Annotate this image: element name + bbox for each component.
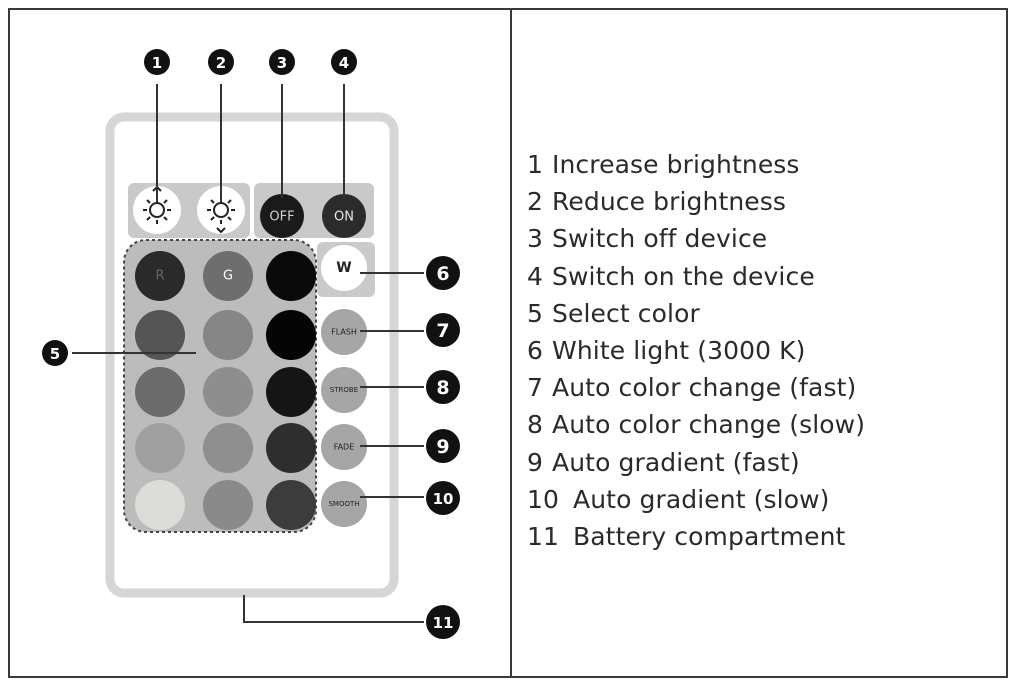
- color-button[interactable]: [266, 367, 316, 417]
- brightness-up-button[interactable]: [133, 185, 181, 234]
- callout-7: 7: [426, 313, 460, 347]
- color-button[interactable]: [203, 480, 253, 530]
- svg-text:3: 3: [277, 54, 287, 72]
- color-button[interactable]: [203, 423, 253, 473]
- brightness-down-button[interactable]: [197, 186, 245, 234]
- color-button[interactable]: [135, 480, 185, 530]
- callout-4: 4: [331, 49, 357, 75]
- callout-11: 11: [426, 605, 460, 639]
- fade-label: FADE: [334, 443, 355, 452]
- svg-text:9: 9: [436, 436, 449, 458]
- color-button-r[interactable]: [135, 251, 185, 301]
- on-label: ON: [334, 210, 354, 225]
- svg-text:10: 10: [433, 490, 454, 508]
- strobe-button[interactable]: STROBE: [321, 367, 367, 413]
- fade-button[interactable]: FADE: [321, 424, 367, 470]
- sun-icon: [207, 196, 235, 234]
- callout-9: 9: [426, 429, 460, 463]
- on-button[interactable]: ON: [322, 194, 366, 238]
- off-button[interactable]: OFF: [260, 194, 304, 238]
- color-button[interactable]: [135, 423, 185, 473]
- r-label: R: [155, 269, 164, 284]
- color-button-g[interactable]: [203, 251, 253, 301]
- color-button[interactable]: [266, 480, 316, 530]
- svg-text:11: 11: [433, 614, 454, 632]
- flash-label: FLASH: [331, 328, 357, 337]
- remote-diagram: OFF ON R G W FLASH STROBE: [42, 49, 460, 639]
- smooth-button[interactable]: SMOOTH: [321, 481, 367, 527]
- white-button[interactable]: W: [321, 245, 367, 291]
- column-divider: [510, 8, 512, 678]
- svg-text:2: 2: [216, 54, 226, 72]
- smooth-label: SMOOTH: [328, 500, 359, 508]
- callout-10: 10: [426, 481, 460, 515]
- color-button[interactable]: [203, 367, 253, 417]
- callout-2: 2: [208, 49, 234, 75]
- leader-lines: [72, 84, 424, 623]
- svg-text:5: 5: [50, 345, 60, 363]
- callout-8: 8: [426, 370, 460, 404]
- svg-text:1: 1: [152, 54, 162, 72]
- color-button[interactable]: [203, 310, 253, 360]
- svg-text:8: 8: [436, 377, 449, 399]
- callout-6: 6: [426, 256, 460, 290]
- svg-text:4: 4: [339, 54, 349, 72]
- color-buttons: R G: [135, 251, 316, 530]
- strobe-label: STROBE: [330, 386, 358, 394]
- off-label: OFF: [269, 210, 294, 225]
- w-label: W: [336, 260, 351, 276]
- outer-frame: [8, 8, 1008, 678]
- color-button[interactable]: [266, 310, 316, 360]
- color-button[interactable]: [135, 367, 185, 417]
- color-button[interactable]: [266, 423, 316, 473]
- flash-button[interactable]: FLASH: [321, 309, 367, 355]
- color-button[interactable]: [135, 310, 185, 360]
- svg-text:7: 7: [436, 320, 449, 342]
- callout-5: 5: [42, 340, 68, 366]
- color-button-b[interactable]: [266, 251, 316, 301]
- svg-text:6: 6: [436, 263, 449, 285]
- g-label: G: [223, 269, 233, 284]
- callout-3: 3: [269, 49, 295, 75]
- callout-1: 1: [144, 49, 170, 75]
